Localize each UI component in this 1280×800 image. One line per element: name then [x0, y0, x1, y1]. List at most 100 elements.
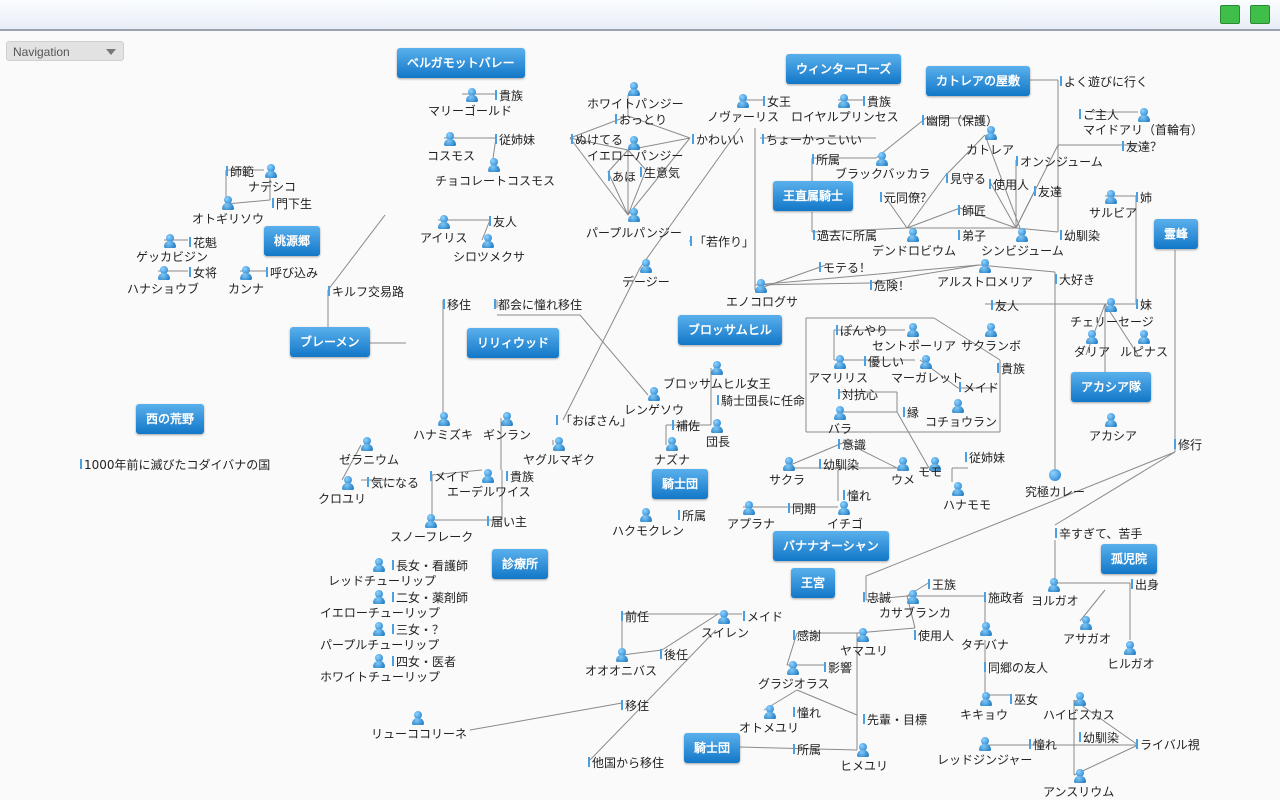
person-icon[interactable]	[1074, 692, 1086, 706]
group-node-g11[interactable]: 西の荒野	[136, 404, 205, 434]
character-label[interactable]: ヨルガオ	[1031, 594, 1079, 608]
group-node-g14[interactable]: 診療所	[492, 549, 549, 579]
person-icon[interactable]	[711, 419, 723, 433]
character-label[interactable]: リューココリーネ	[371, 727, 468, 741]
character-label[interactable]: レンゲソウ	[624, 403, 685, 417]
person-icon[interactable]	[1138, 330, 1150, 344]
group-node-g17[interactable]: 騎士団	[684, 733, 741, 763]
group-node-g2[interactable]: ウィンターローズ	[786, 54, 902, 84]
group-node-g10[interactable]: アカシア隊	[1071, 372, 1152, 402]
character-label[interactable]: カトレア	[966, 143, 1015, 157]
person-icon[interactable]	[897, 457, 909, 471]
character-label[interactable]: エノコログサ	[726, 295, 799, 309]
character-label[interactable]: ナデシコ	[248, 180, 297, 194]
character-label[interactable]: イチゴ	[827, 517, 864, 531]
person-icon[interactable]	[876, 152, 888, 166]
character-label[interactable]: オトメユリ	[739, 721, 800, 735]
character-label[interactable]: ホワイトチューリップ	[320, 670, 441, 684]
character-label[interactable]: コチョウラン	[925, 415, 998, 429]
character-label[interactable]: カサブランカ	[879, 606, 952, 620]
character-label[interactable]: ヤグルマギク	[523, 453, 596, 467]
character-label[interactable]: タチバナ	[961, 638, 1010, 652]
character-label[interactable]: ハナミズキ	[413, 428, 474, 442]
character-label[interactable]: クロユリ	[318, 492, 367, 506]
person-icon[interactable]	[1016, 228, 1028, 242]
person-icon[interactable]	[1086, 330, 1098, 344]
character-label[interactable]: マリーゴールド	[428, 104, 513, 118]
character-label[interactable]: シンビジューム	[981, 244, 1064, 258]
person-icon[interactable]	[929, 457, 941, 471]
fullscreen-icon[interactable]	[1250, 5, 1270, 24]
character-label[interactable]: ゲッカビジン	[136, 250, 209, 264]
person-icon[interactable]	[907, 228, 919, 242]
character-label[interactable]: アカシア	[1089, 429, 1138, 443]
person-icon[interactable]	[501, 412, 513, 426]
group-node-g6[interactable]: 霊峰	[1154, 219, 1199, 249]
person-icon[interactable]	[857, 628, 869, 642]
character-label[interactable]: レッドチューリップ	[328, 574, 437, 588]
person-icon[interactable]	[980, 622, 992, 636]
person-icon[interactable]	[373, 622, 385, 636]
character-label[interactable]: アイリス	[420, 231, 468, 245]
character-label[interactable]: デージー	[622, 275, 670, 289]
character-label[interactable]: キキョウ	[960, 708, 1009, 722]
character-label[interactable]: ヒルガオ	[1107, 657, 1155, 671]
group-node-g12[interactable]: 騎士団	[652, 469, 709, 499]
person-icon[interactable]	[164, 234, 176, 248]
person-icon[interactable]	[1080, 616, 1092, 630]
person-icon[interactable]	[985, 126, 997, 140]
person-icon[interactable]	[764, 705, 776, 719]
person-icon[interactable]	[648, 387, 660, 401]
person-icon[interactable]	[482, 234, 494, 248]
character-label[interactable]: アルストロメリア	[937, 275, 1033, 289]
group-node-g15[interactable]: 王宮	[791, 568, 836, 598]
person-icon[interactable]	[952, 482, 964, 496]
character-label[interactable]: アプラナ	[727, 517, 776, 531]
character-label[interactable]: ヤマユリ	[840, 644, 889, 658]
character-label[interactable]: パープルパンジー	[586, 226, 682, 240]
person-icon[interactable]	[985, 323, 997, 337]
person-icon[interactable]	[482, 469, 494, 483]
person-icon[interactable]	[718, 610, 730, 624]
person-icon[interactable]	[834, 406, 846, 420]
character-label[interactable]: サルビア	[1089, 206, 1138, 220]
character-label[interactable]: レッドジンジャー	[937, 753, 1033, 767]
group-node-g7[interactable]: ブロッサムヒル	[678, 315, 782, 345]
person-icon[interactable]	[857, 743, 869, 757]
person-icon[interactable]	[616, 648, 628, 662]
group-node-g1[interactable]: ベルガモットバレー	[397, 48, 525, 78]
person-icon[interactable]	[444, 132, 456, 146]
character-label[interactable]: ハナショウブ	[127, 282, 200, 296]
person-icon[interactable]	[1105, 190, 1117, 204]
expand-icon[interactable]	[1220, 5, 1240, 24]
person-icon[interactable]	[737, 94, 749, 108]
character-label[interactable]: ハイビスカス	[1043, 708, 1115, 722]
character-label[interactable]: ノヴァーリス	[707, 110, 780, 124]
person-icon[interactable]	[158, 266, 170, 280]
person-icon[interactable]	[342, 476, 354, 490]
group-node-g3[interactable]: カトレアの屋敷	[926, 66, 1031, 96]
topic-node-icon[interactable]	[1049, 469, 1061, 481]
person-icon[interactable]	[373, 654, 385, 668]
person-icon[interactable]	[838, 94, 850, 108]
character-label[interactable]: オトギリソウ	[192, 212, 265, 226]
character-label[interactable]: マーガレット	[891, 371, 964, 385]
character-label[interactable]: ブラックバッカラ	[835, 167, 931, 181]
group-node-g13[interactable]: バナナオーシャン	[773, 531, 889, 561]
person-icon[interactable]	[640, 259, 652, 273]
character-label[interactable]: パープルチューリップ	[320, 638, 440, 652]
person-icon[interactable]	[488, 158, 500, 172]
character-label[interactable]: バラ	[828, 422, 853, 436]
character-label[interactable]: ルピナス	[1120, 345, 1169, 359]
person-icon[interactable]	[628, 208, 640, 222]
group-node-g5[interactable]: 桃源郷	[264, 226, 321, 256]
person-icon[interactable]	[1074, 769, 1086, 783]
group-node-g8[interactable]: ブレーメン	[290, 327, 370, 357]
person-icon[interactable]	[1048, 578, 1060, 592]
character-label[interactable]: チェリーセージ	[1070, 315, 1154, 329]
person-icon[interactable]	[265, 164, 277, 178]
person-icon[interactable]	[907, 590, 919, 604]
person-icon[interactable]	[361, 437, 373, 451]
group-node-g4[interactable]: 王直属騎士	[773, 181, 854, 211]
character-label[interactable]: ブロッサムヒル女王	[663, 377, 771, 391]
